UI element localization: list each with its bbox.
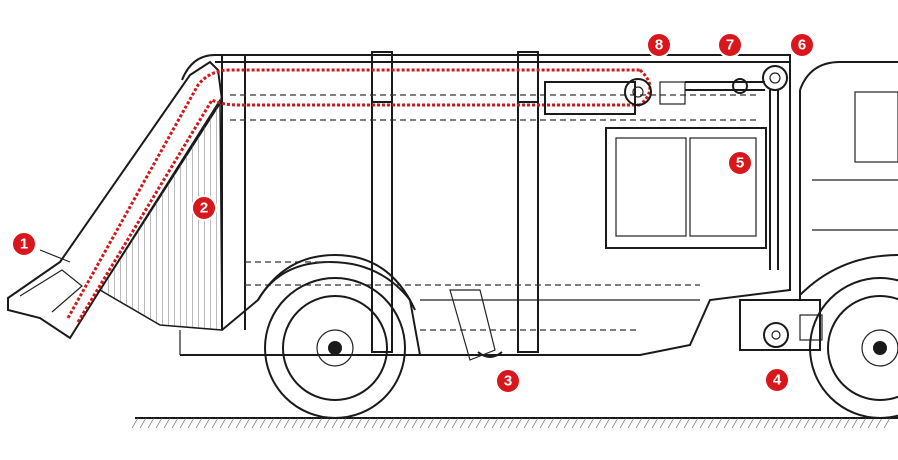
svg-text:6: 6	[798, 37, 806, 54]
svg-text:5: 5	[736, 155, 744, 172]
svg-text:1: 1	[20, 236, 28, 253]
callout-7: 7	[717, 32, 743, 58]
svg-text:2: 2	[200, 200, 208, 217]
callout-4: 4	[764, 367, 790, 393]
callout-5: 5	[727, 150, 753, 176]
callout-6: 6	[789, 32, 815, 58]
callout-8: 8	[646, 32, 672, 58]
side-window	[605, 127, 767, 249]
ground-line	[131, 417, 898, 429]
svg-text:3: 3	[504, 373, 512, 390]
svg-text:8: 8	[655, 37, 663, 54]
callout-1: 1	[11, 231, 37, 257]
svg-text:7: 7	[726, 37, 734, 54]
svg-text:4: 4	[773, 372, 782, 389]
truck-cab	[799, 61, 898, 300]
truck-body	[179, 51, 791, 356]
front-wheel	[809, 277, 898, 419]
gearbox	[739, 299, 823, 351]
callout-3: 3	[495, 368, 521, 394]
drive-mechanism	[544, 65, 788, 270]
callout-2: 2	[191, 195, 217, 221]
rear-wheel	[264, 277, 406, 419]
underbody-cylinder	[449, 289, 503, 361]
